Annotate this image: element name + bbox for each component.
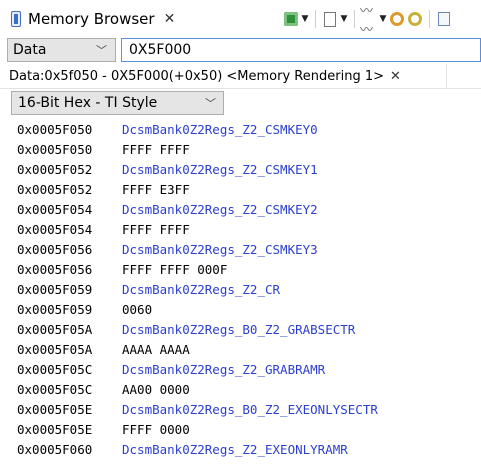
symbol-row[interactable]: 0x0005F059 DcsmBank0Z2Regs_Z2_CR [0,280,481,300]
row-address: 0x0005F059 [17,302,93,317]
row-address: 0x0005F056 [17,242,93,257]
symbol-row[interactable]: 0x0005F05C DcsmBank0Z2Regs_Z2_GRABRAMR [0,360,481,380]
sync-icon[interactable] [388,10,406,28]
row-address: 0x0005F05E [17,422,93,437]
memory-row[interactable]: 0x0005F05E FFFF 0000 [0,420,481,440]
waveform-icon[interactable]: 〰〰 [360,4,373,38]
address-input[interactable]: 0X5F000 [121,38,481,62]
address-value: 0X5F000 [129,42,192,58]
view-tab-bar: Memory Browser ✕ ▼ ▼ 〰〰 ▼ [0,0,481,38]
symbol-row[interactable]: 0x0005F05A DcsmBank0Z2Regs_B0_Z2_GRABSECT… [0,320,481,340]
tab-title: Memory Browser [28,10,155,28]
memory-row[interactable]: 0x0005F050 FFFF FFFF [0,140,481,160]
row-value: FFFF FFFF [122,222,190,237]
chevron-down-icon[interactable]: ▼ [340,14,348,24]
row-address: 0x0005F05A [17,322,93,337]
row-value: 0060 [122,302,153,317]
row-address: 0x0005F050 [17,142,93,157]
row-address: 0x0005F05C [17,382,93,397]
memory-row[interactable]: 0x0005F054 FFFF FFFF [0,220,481,240]
toolbar-separator [315,10,316,28]
address-row: Data ﹀ 0X5F000 [0,38,481,64]
memory-row[interactable]: 0x0005F05C AA00 0000 [0,380,481,400]
row-value: AAAA AAAA [122,342,190,357]
memory-space-select[interactable]: Data ﹀ [7,38,116,62]
new-view-icon[interactable] [435,10,453,28]
row-value: FFFF E3FF [122,182,190,197]
row-address: 0x0005F059 [17,282,93,297]
row-address: 0x0005F05C [17,362,93,377]
chevron-down-icon[interactable]: ▼ [379,14,387,24]
rendering-tab-label: Data:0x5f050 - 0X5F000(+0x50) <Memory Re… [9,68,384,84]
symbol-name: DcsmBank0Z2Regs_Z2_CSMKEY0 [122,122,318,137]
row-value: FFFF FFFF [122,142,190,157]
toolbar-separator [354,10,355,28]
row-address: 0x0005F052 [17,162,93,177]
row-address: 0x0005F05E [17,402,93,417]
symbol-row[interactable]: 0x0005F052 DcsmBank0Z2Regs_Z2_CSMKEY1 [0,160,481,180]
symbol-row[interactable]: 0x0005F060 DcsmBank0Z2Regs_Z2_EXEONLYRAMR [0,440,481,460]
close-icon[interactable]: ✕ [390,68,401,84]
row-value: FFFF FFFF 000F [122,262,228,277]
symbol-name: DcsmBank0Z2Regs_Z2_CSMKEY2 [122,202,318,217]
chevron-down-icon[interactable]: ▼ [301,14,309,24]
row-value: FFFF 0000 [122,422,190,437]
tab-memory-rendering[interactable]: Data:0x5f050 - 0X5F000(+0x50) <Memory Re… [6,64,447,88]
memory-row[interactable]: 0x0005F052 FFFF E3FF [0,180,481,200]
symbol-name: DcsmBank0Z2Regs_B0_Z2_EXEONLYSECTR [122,402,378,417]
symbol-name: DcsmBank0Z2Regs_B0_Z2_GRABSECTR [122,322,356,337]
row-address: 0x0005F05A [17,342,93,357]
format-value: 16-Bit Hex - TI Style [18,95,158,111]
rendering-tab-bar: Data:0x5f050 - 0X5F000(+0x50) <Memory Re… [0,64,481,89]
chevron-down-icon: ﹀ [96,44,107,57]
row-address: 0x0005F054 [17,202,93,217]
toolbar-separator [429,10,430,28]
symbol-row[interactable]: 0x0005F050 DcsmBank0Z2Regs_Z2_CSMKEY0 [0,120,481,140]
symbol-name: DcsmBank0Z2Regs_Z2_CSMKEY1 [122,162,318,177]
memory-row[interactable]: 0x0005F05A AAAA AAAA [0,340,481,360]
target-icon[interactable] [282,10,300,28]
symbol-name: DcsmBank0Z2Regs_Z2_CR [122,282,281,297]
row-address: 0x0005F052 [17,182,93,197]
view-toolbar: ▼ ▼ 〰〰 ▼ [282,4,453,38]
memory-view-icon [11,11,21,27]
symbol-name: DcsmBank0Z2Regs_Z2_EXEONLYRAMR [122,442,348,457]
memory-browser-tab[interactable]: Memory Browser ✕ [0,0,181,38]
row-address: 0x0005F050 [17,122,93,137]
symbol-name: DcsmBank0Z2Regs_Z2_CSMKEY3 [122,242,318,257]
symbol-row[interactable]: 0x0005F054 DcsmBank0Z2Regs_Z2_CSMKEY2 [0,200,481,220]
format-select[interactable]: 16-Bit Hex - TI Style ﹀ [11,91,224,115]
memory-row[interactable]: 0x0005F056 FFFF FFFF 000F [0,260,481,280]
page-icon[interactable] [321,10,339,28]
memory-space-value: Data [13,42,47,58]
row-address: 0x0005F060 [17,442,93,457]
memory-row[interactable]: 0x0005F059 0060 [0,300,481,320]
symbol-name: DcsmBank0Z2Regs_Z2_GRABRAMR [122,362,326,377]
continuous-refresh-icon[interactable] [406,10,424,28]
symbol-row[interactable]: 0x0005F05E DcsmBank0Z2Regs_B0_Z2_EXEONLYS… [0,400,481,420]
row-address: 0x0005F054 [17,222,93,237]
symbol-row[interactable]: 0x0005F056 DcsmBank0Z2Regs_Z2_CSMKEY3 [0,240,481,260]
chevron-down-icon: ﹀ [205,97,216,110]
close-icon[interactable]: ✕ [163,11,176,27]
row-value: AA00 0000 [122,382,190,397]
row-address: 0x0005F056 [17,262,93,277]
